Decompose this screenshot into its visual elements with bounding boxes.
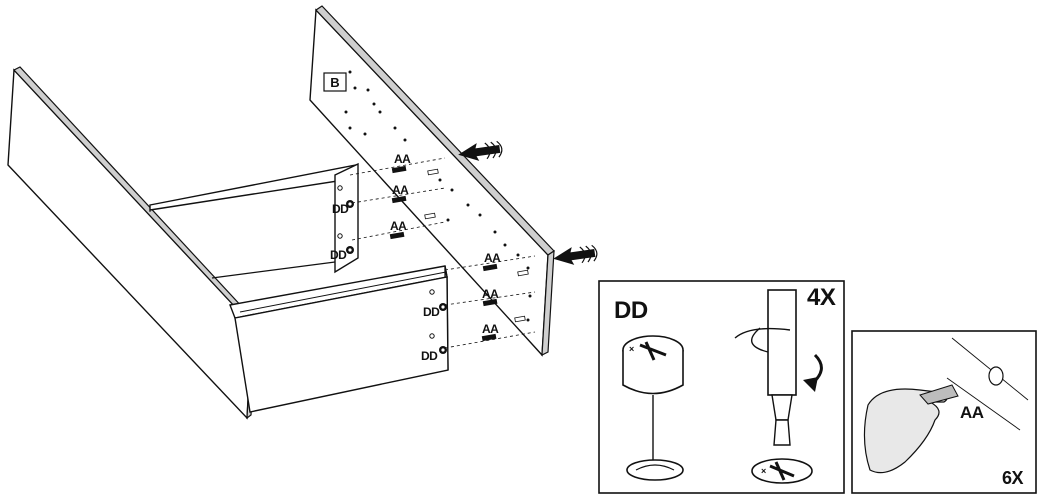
- hand-icon: [863, 384, 959, 474]
- dowel-label-3: AA: [390, 219, 407, 233]
- dowel-label-2: AA: [392, 183, 409, 197]
- dowel-label-5: AA: [482, 287, 499, 301]
- cam-label-1: DD: [332, 202, 349, 216]
- dowels: [389, 165, 529, 342]
- cam-locks: [337, 185, 447, 354]
- cam-label-3: DD: [423, 305, 440, 319]
- screwdriver-icon: [767, 289, 797, 446]
- cam-fitting-icon: ×: [622, 335, 684, 481]
- dowel-label-1: AA: [394, 152, 411, 166]
- detail-cam-box: DD 4X × ×: [598, 280, 845, 494]
- inner-panel-upper: [211, 162, 359, 279]
- detail-cam-title: DD: [614, 297, 648, 324]
- cam-labels: DD DD DD DD: [330, 202, 441, 363]
- panel-b-tag-text: B: [330, 75, 339, 90]
- rear-rail: [149, 164, 358, 212]
- svg-text:×: ×: [629, 344, 634, 354]
- push-arrow-icon: [458, 140, 503, 161]
- dowel-labels: AA AA AA AA AA AA: [390, 152, 502, 336]
- dowel-lines: [349, 157, 536, 349]
- panel-b-tag: B: [323, 72, 347, 92]
- cam-label-2: DD: [330, 248, 347, 262]
- detail-dowel-qty: 6X: [1002, 468, 1024, 488]
- front-panel: [7, 66, 257, 420]
- inner-panel-lower: [229, 265, 449, 413]
- dowel-label-6: AA: [482, 322, 499, 336]
- rotate-arrow-icon: [734, 327, 823, 392]
- panel-b-holes: [344, 70, 532, 322]
- detail-dowel-code: AA: [960, 403, 984, 422]
- svg-text:×: ×: [761, 466, 766, 476]
- detail-cam-qty: 4X: [807, 284, 836, 311]
- cam-label-4: DD: [421, 349, 438, 363]
- detail-dowel-box: AA 6X: [851, 330, 1037, 494]
- push-arrow-icon: [553, 244, 598, 265]
- dowel-label-4: AA: [484, 251, 501, 265]
- cam-top-icon: ×: [751, 458, 813, 484]
